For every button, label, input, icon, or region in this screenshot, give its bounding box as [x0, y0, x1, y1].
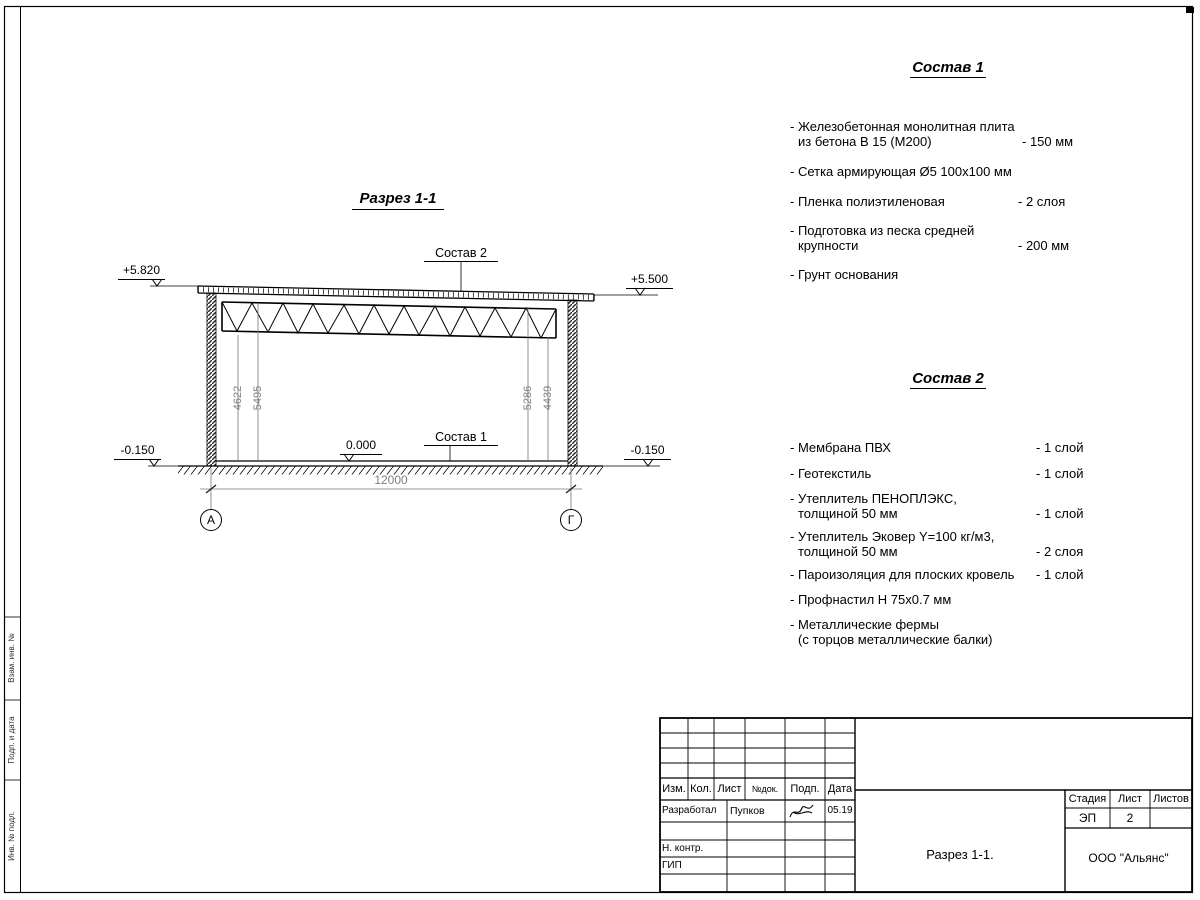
- material-value: - 1 слой: [1036, 440, 1084, 455]
- sheets-label: Листов: [1153, 793, 1189, 805]
- titleblock-col-data: Дата: [827, 783, 853, 795]
- material-line1: - Геотекстиль: [790, 466, 872, 481]
- material-value: - 150 мм: [1022, 134, 1074, 149]
- roof-slab: [197, 285, 595, 302]
- material-line2: крупности: [798, 238, 859, 253]
- titleblock-col-ndok: №док.: [751, 784, 779, 794]
- sheet-value: 2: [1126, 811, 1134, 825]
- material-line1: - Металлические фермы: [790, 617, 939, 632]
- material-item: - Подготовка из песка средней крупности: [790, 223, 974, 253]
- dimension-right-inner: 5286: [522, 385, 534, 411]
- material-line2: (с торцов металлические балки): [798, 632, 993, 647]
- material-value: - 1 слой: [1036, 466, 1084, 481]
- stage-label: Стадия: [1068, 793, 1107, 805]
- material-line1: - Утеплитель ПЕНОПЛЭКС,: [790, 491, 957, 506]
- dimension-right-outer: 4439: [542, 385, 554, 411]
- developer-signature: [789, 804, 814, 818]
- sheet-frame: [3, 5, 1194, 894]
- elevation-right-top: +5.500: [626, 272, 673, 289]
- section-title: Разрез 1-1: [352, 190, 444, 211]
- elevation-right-bottom: -0.150: [624, 443, 671, 460]
- material-line2: толщиной 50 мм: [798, 506, 898, 521]
- elevation-left-bottom: -0.150: [114, 443, 161, 460]
- roof-truss: [221, 301, 557, 340]
- sostav2-title: Состав 2: [910, 370, 986, 390]
- floor-ground: [178, 460, 603, 475]
- sostav1-title: Состав 1: [910, 59, 986, 79]
- titleblock-col-list: Лист: [717, 783, 742, 795]
- material-value: - 200 мм: [1018, 238, 1070, 253]
- corner-mark: [1186, 7, 1194, 13]
- titleblock-col-podp: Подп.: [790, 783, 820, 795]
- material-line1: - Утеплитель Эковер Y=100 кг/м3,: [790, 529, 995, 544]
- dimension-left-outer: 5495: [252, 385, 264, 411]
- developer-label: Разработал: [662, 805, 717, 816]
- dimension-left-inner: 4622: [232, 385, 244, 411]
- material-line2: толщиной 50 мм: [798, 544, 898, 559]
- material-item: - Железобетонная монолитная плита из бет…: [790, 119, 1015, 149]
- material-value: - 2 слоя: [1036, 544, 1084, 559]
- material-item: - Сетка армирующая Ø5 100х100 мм: [790, 164, 1012, 179]
- material-line1: - Грунт основания: [790, 267, 899, 282]
- titleblock-lines: [659, 717, 1193, 893]
- material-value: - 1 слой: [1036, 567, 1084, 582]
- material-line1: - Пленка полиэтиленовая: [790, 194, 945, 209]
- gip-label: ГИП: [662, 860, 682, 871]
- material-item: - Металлические фермы (с торцов металлич…: [790, 617, 993, 647]
- margin-label-inv: Инв. № подл.: [7, 811, 16, 861]
- stage-value: ЭП: [1078, 811, 1097, 825]
- material-value: - 1 слой: [1036, 506, 1084, 521]
- material-item: - Профнастил Н 75х0.7 мм: [790, 592, 951, 607]
- ncontrol-label: Н. контр.: [662, 843, 704, 854]
- axis-bubble-right: Г: [560, 509, 582, 531]
- dimension-width: 12000: [374, 473, 408, 487]
- material-line1: - Мембрана ПВХ: [790, 440, 891, 455]
- material-line1: - Подготовка из песка средней: [790, 223, 975, 238]
- elevation-marks: [148, 278, 660, 467]
- material-line1: - Пароизоляция для плоских кровель: [790, 567, 1015, 582]
- sheet-label: Лист: [1118, 793, 1142, 805]
- callout-leaders: [449, 262, 462, 461]
- material-line1: - Профнастил Н 75х0.7 мм: [790, 592, 952, 607]
- section-view: [178, 285, 603, 475]
- material-item: - Пленка полиэтиленовая: [790, 194, 945, 209]
- titleblock-col-kol: Кол.: [690, 783, 712, 795]
- elevation-zero: 0.000: [340, 438, 382, 455]
- material-item: - Пароизоляция для плоских кровель: [790, 567, 1014, 582]
- callout-sostav1: Состав 1: [424, 430, 498, 447]
- margin-label-podp: Подп. и дата: [7, 716, 16, 764]
- titleblock-col-izm: Изм.: [662, 783, 686, 795]
- material-line1: - Железобетонная монолитная плита: [790, 119, 1015, 134]
- developer-date: 05.19: [827, 805, 853, 816]
- axis-bubble-left: А: [200, 509, 222, 531]
- elevation-left-top: +5.820: [118, 263, 165, 280]
- material-value: - 2 слоя: [1018, 194, 1066, 209]
- developer-name: Пупков: [730, 805, 765, 817]
- material-line2: из бетона В 15 (М200): [798, 134, 932, 149]
- column-right: [567, 299, 578, 467]
- material-item: - Мембрана ПВХ: [790, 440, 891, 455]
- callout-sostav2: Состав 2: [424, 246, 498, 263]
- doc-title: Разрез 1-1.: [926, 847, 994, 862]
- column-left: [206, 292, 217, 467]
- material-item: - Утеплитель ПЕНОПЛЭКС, толщиной 50 мм: [790, 491, 957, 521]
- dimension-lines: [200, 304, 582, 509]
- material-item: - Геотекстиль: [790, 466, 871, 481]
- material-line1: - Сетка армирующая Ø5 100х100 мм: [790, 164, 1012, 179]
- company-name: ООО "Альянс": [1088, 851, 1169, 865]
- material-item: - Грунт основания: [790, 267, 898, 282]
- material-item: - Утеплитель Эковер Y=100 кг/м3, толщино…: [790, 529, 994, 559]
- margin-label-vzam: Взам. инв. №: [7, 633, 16, 683]
